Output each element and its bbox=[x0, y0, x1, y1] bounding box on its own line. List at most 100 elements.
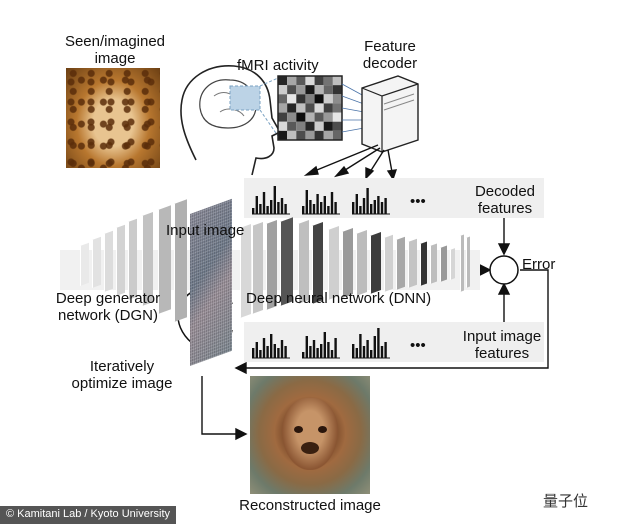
fmri-voxel bbox=[305, 130, 315, 140]
network-layer bbox=[420, 241, 427, 286]
fmri-voxel bbox=[278, 94, 288, 104]
histogram-bar bbox=[266, 206, 269, 214]
histogram-bar bbox=[359, 334, 362, 358]
fmri-voxel bbox=[296, 130, 306, 140]
network-layer bbox=[356, 229, 367, 296]
network-layer bbox=[116, 224, 125, 296]
fmri-voxel bbox=[296, 85, 306, 95]
histogram-bar bbox=[277, 348, 280, 358]
histogram-bar bbox=[352, 344, 355, 358]
credit-footer: © Kamitani Lab / Kyoto University bbox=[0, 506, 177, 524]
feature-decoder-label: Feature decoder bbox=[362, 38, 418, 72]
histogram-bar bbox=[323, 332, 326, 358]
fmri-voxel bbox=[323, 103, 333, 113]
fmri-voxel bbox=[278, 76, 288, 86]
histogram-bar bbox=[273, 186, 276, 214]
histogram-bar bbox=[255, 342, 258, 358]
network-layer bbox=[328, 225, 339, 300]
histogram-bar bbox=[330, 192, 334, 214]
network-layer bbox=[396, 236, 405, 290]
histogram-bar bbox=[255, 196, 258, 214]
dgn-label: Deep generator network (DGN) bbox=[55, 290, 161, 324]
network-layer bbox=[430, 243, 437, 284]
seen-image-label: Seen/imagined image bbox=[64, 33, 166, 67]
histogram-bar bbox=[370, 204, 373, 214]
fmri-voxel bbox=[314, 76, 324, 86]
histogram-bar bbox=[309, 346, 312, 358]
optimize-label: Iteratively optimize image bbox=[71, 358, 173, 392]
histogram-bar bbox=[327, 342, 330, 358]
network-layer bbox=[128, 218, 137, 300]
histogram-bar bbox=[377, 196, 380, 214]
fmri-voxel bbox=[278, 103, 288, 113]
network-layer bbox=[342, 227, 353, 298]
fmri-voxel bbox=[287, 121, 297, 131]
fmri-voxel bbox=[332, 85, 342, 95]
histogram-bar bbox=[362, 198, 366, 214]
fmri-voxel bbox=[332, 121, 342, 131]
histogram-bar bbox=[320, 202, 323, 214]
histogram-bar bbox=[252, 208, 255, 214]
fmri-voxel bbox=[314, 103, 324, 113]
histogram-bar bbox=[380, 346, 384, 358]
watermark: 量子位 bbox=[543, 493, 589, 510]
fmri-voxel bbox=[332, 94, 342, 104]
histogram-bar bbox=[252, 348, 255, 358]
histogram-bar bbox=[266, 346, 269, 358]
histogram-bar bbox=[330, 350, 334, 358]
fmri-voxel bbox=[287, 76, 297, 86]
histogram-bar bbox=[362, 346, 366, 358]
histogram-bar bbox=[366, 340, 369, 358]
fmri-voxel bbox=[287, 85, 297, 95]
histogram-bar bbox=[284, 204, 287, 214]
fmri-voxel bbox=[305, 76, 315, 86]
fmri-voxel bbox=[296, 94, 306, 104]
histogram-bar bbox=[384, 342, 387, 358]
histogram-bar bbox=[373, 200, 376, 214]
histogram-bar bbox=[370, 350, 373, 358]
histogram-bar bbox=[284, 346, 287, 358]
error-label: Error bbox=[522, 256, 556, 273]
head-outline bbox=[180, 65, 282, 176]
histogram-bar bbox=[309, 200, 312, 214]
fmri-voxel bbox=[323, 76, 333, 86]
histogram-bar bbox=[302, 352, 305, 358]
fmri-voxel bbox=[323, 130, 333, 140]
histogram-bar bbox=[373, 336, 376, 358]
reconstructed-nose bbox=[301, 442, 319, 454]
fmri-voxel bbox=[287, 94, 297, 104]
fmri-voxel bbox=[278, 121, 288, 131]
histogram-bar bbox=[316, 194, 319, 214]
network-layer bbox=[440, 245, 447, 282]
fmri-label: fMRI activity bbox=[237, 57, 319, 74]
histogram-bar bbox=[277, 202, 280, 214]
histogram-bar bbox=[262, 338, 266, 358]
histogram-bar bbox=[359, 206, 362, 214]
network-layer bbox=[370, 231, 381, 294]
input-histograms bbox=[252, 328, 390, 359]
fmri-voxel bbox=[305, 112, 315, 122]
histogram-bar bbox=[377, 328, 380, 358]
fmri-voxel bbox=[323, 121, 333, 131]
input-ellipsis: ••• bbox=[410, 337, 426, 354]
histogram-bar bbox=[312, 340, 316, 358]
fmri-voxel bbox=[332, 76, 342, 86]
histogram-bar bbox=[302, 206, 305, 214]
input-image-label: Input image bbox=[166, 222, 245, 239]
histogram-bar bbox=[334, 202, 337, 214]
fmri-voxel bbox=[278, 130, 288, 140]
reconstructed-eye-right bbox=[318, 426, 327, 433]
histogram-bar bbox=[259, 350, 262, 358]
fmri-voxel bbox=[323, 94, 333, 104]
histogram-bar bbox=[280, 198, 284, 214]
fmri-voxel bbox=[314, 85, 324, 95]
histogram-bar bbox=[355, 194, 358, 214]
fmri-voxel bbox=[305, 103, 315, 113]
dnn-label: Deep neural network (DNN) bbox=[246, 290, 432, 307]
fmri-voxel bbox=[314, 130, 324, 140]
decoder-box bbox=[361, 75, 419, 153]
histogram-bar bbox=[355, 348, 358, 358]
fmri-voxel bbox=[296, 76, 306, 86]
input-features-label: Input image features bbox=[462, 328, 542, 362]
